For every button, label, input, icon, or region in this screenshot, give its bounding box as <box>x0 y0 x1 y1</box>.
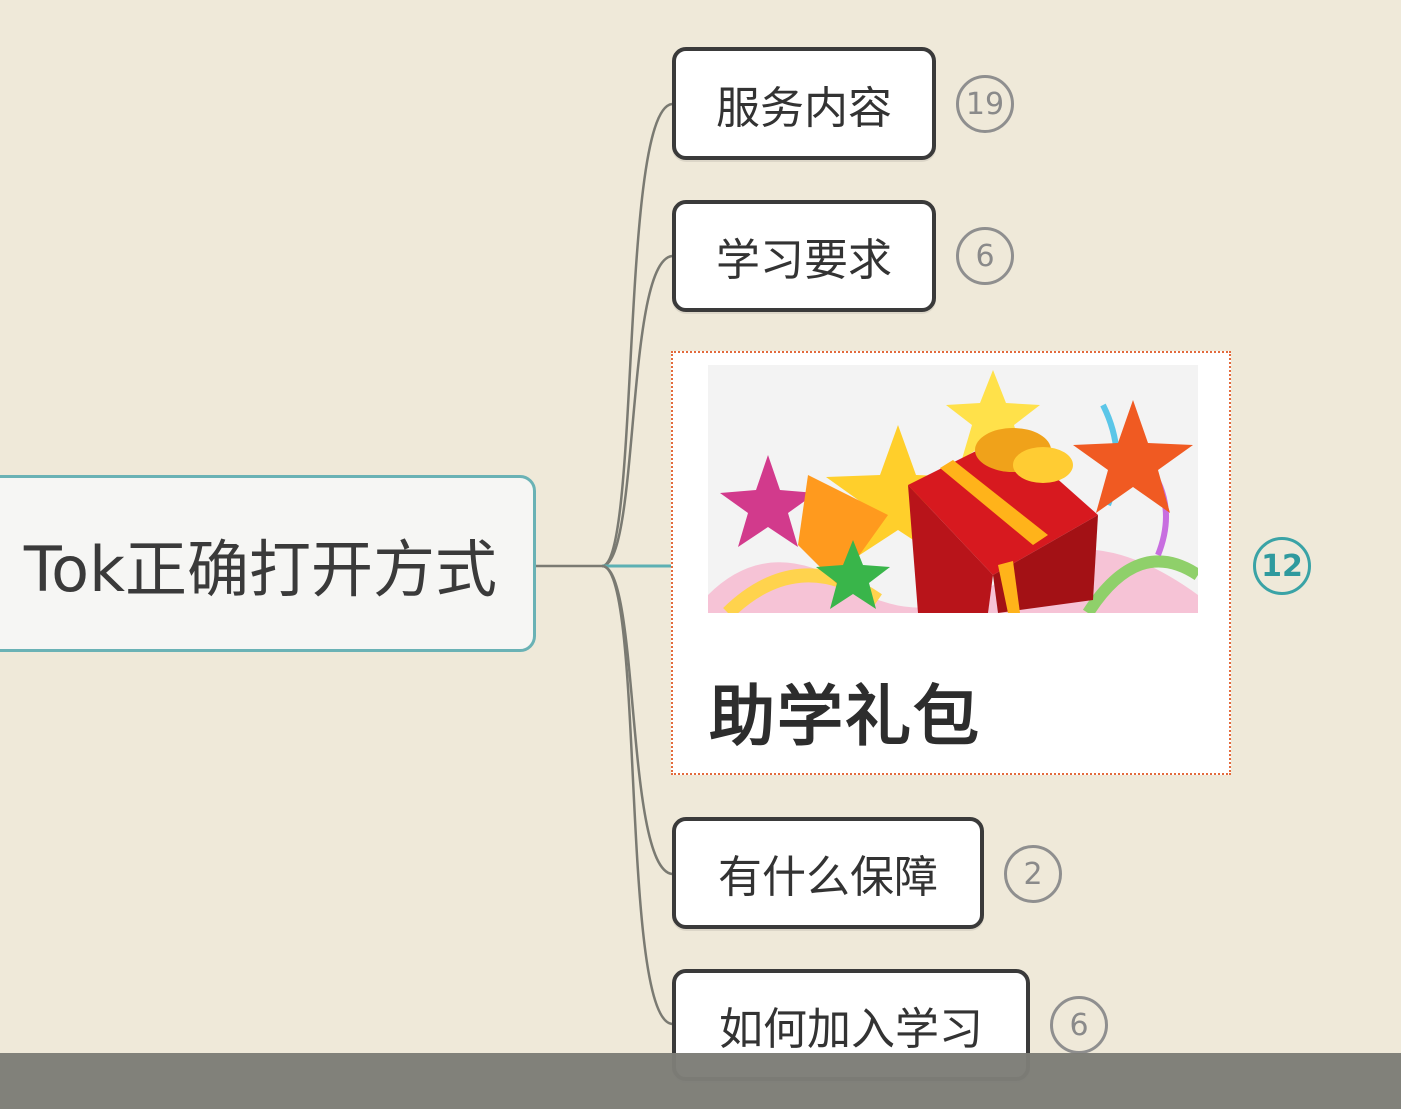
topic-label: 学习要求 <box>716 235 892 286</box>
connector-branch-4 <box>601 564 673 876</box>
topic-label: 有什么保障 <box>718 852 938 903</box>
topic-label: 服务内容 <box>716 82 892 134</box>
topic-study-gift-pack[interactable]: 助学礼包 <box>671 351 1231 775</box>
gift-image-icon <box>708 365 1198 613</box>
topic-guarantees[interactable]: 有什么保障 <box>672 817 984 929</box>
topic-label: 如何加入学习 <box>719 1004 983 1055</box>
connector-branch-5 <box>601 564 673 1026</box>
bottom-overlay-bar <box>0 1053 1401 1109</box>
topic-service-content[interactable]: 服务内容 <box>672 47 936 160</box>
collapse-count-badge[interactable]: 12 <box>1253 537 1311 595</box>
topic-label: 助学礼包 <box>709 678 981 755</box>
collapse-count-badge[interactable]: 19 <box>956 75 1014 133</box>
central-topic-label: Tok正确打开方式 <box>23 532 497 606</box>
topic-learning-requirements[interactable]: 学习要求 <box>672 200 936 312</box>
connector-branch-1 <box>601 102 673 568</box>
connector-branch-2 <box>601 254 673 568</box>
central-topic[interactable]: Tok正确打开方式 <box>0 475 536 652</box>
gift-box-image <box>708 365 1198 613</box>
collapse-count-badge[interactable]: 6 <box>956 227 1014 285</box>
collapse-count-badge[interactable]: 6 <box>1050 996 1108 1054</box>
collapse-count-badge[interactable]: 2 <box>1004 845 1062 903</box>
